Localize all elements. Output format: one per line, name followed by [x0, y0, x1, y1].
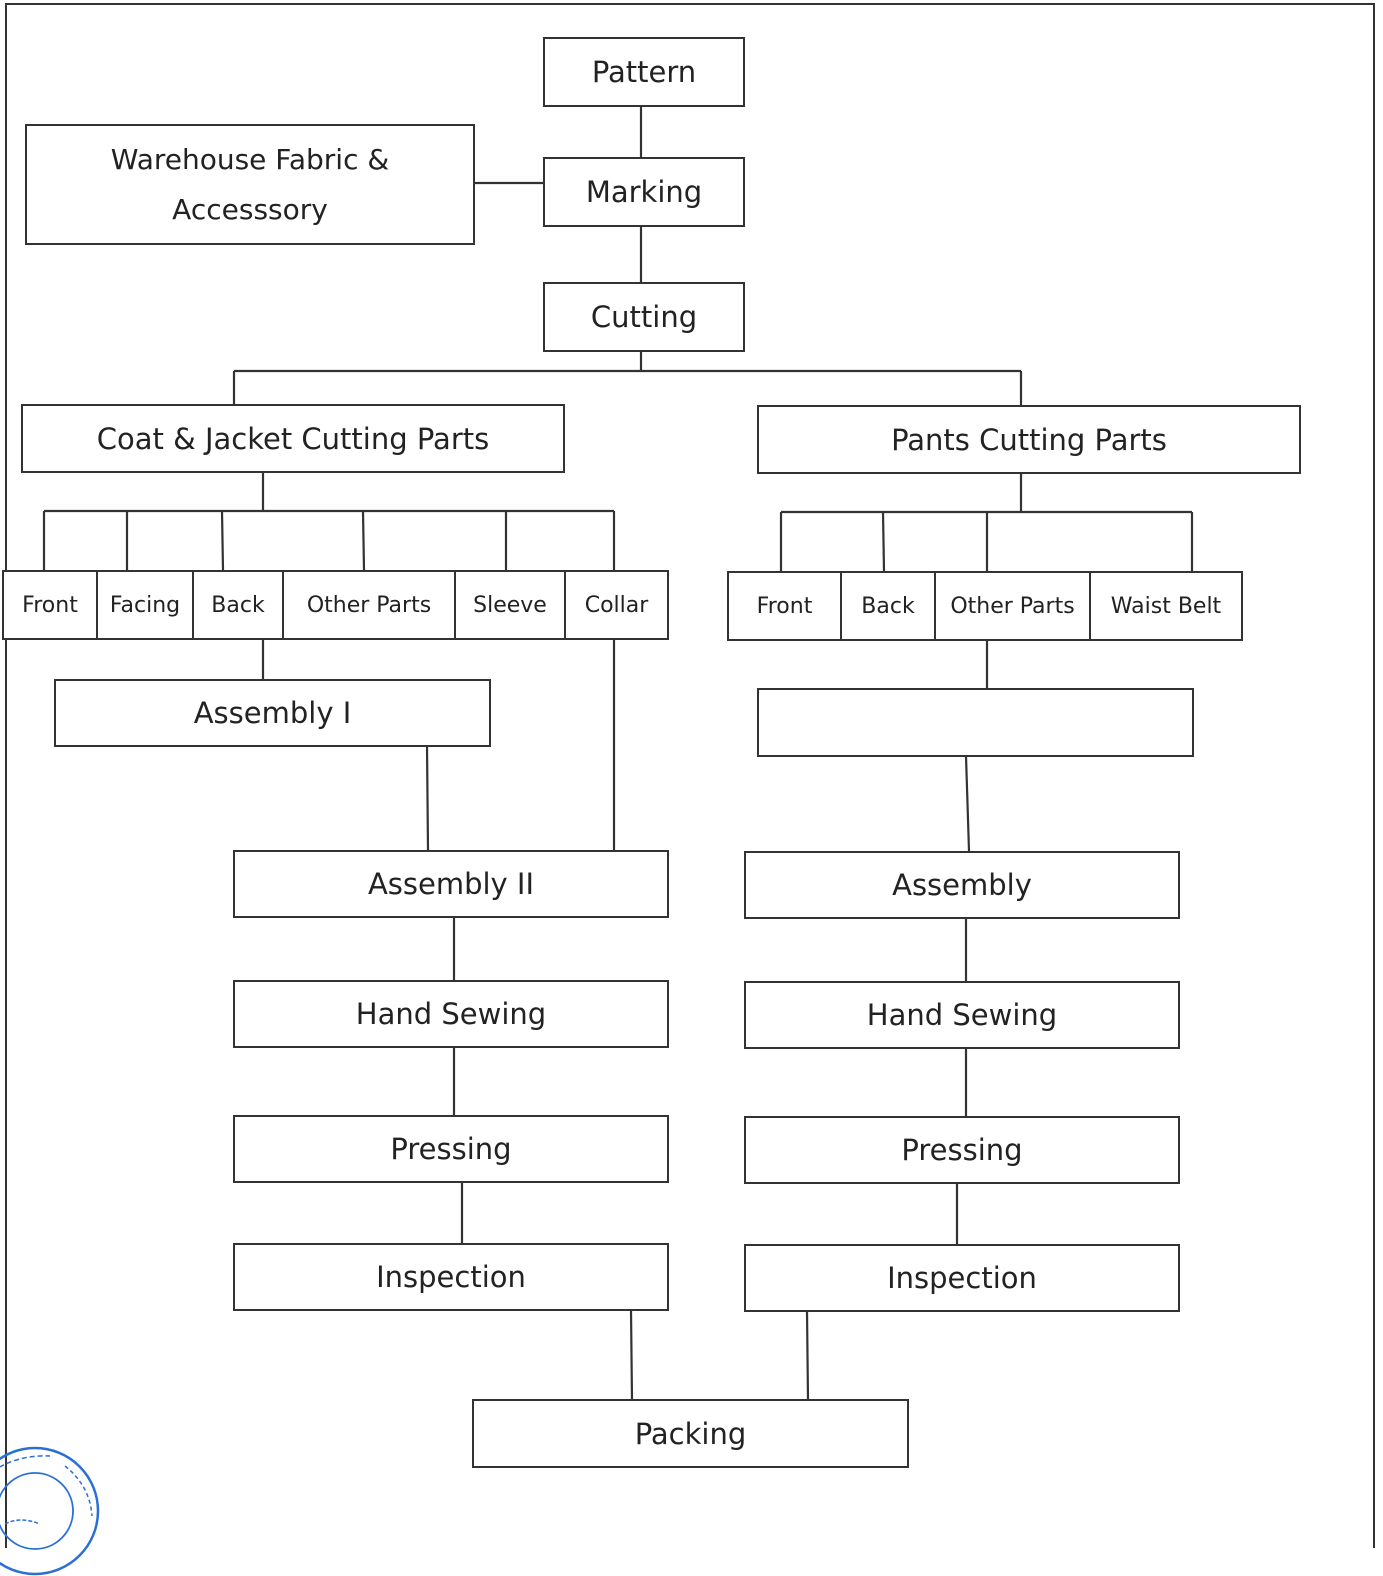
- warehouse-node: Warehouse Fabric & Accesssory: [25, 124, 475, 245]
- coat-part-collar: Collar: [584, 592, 649, 618]
- coat-parts-row: Front Facing Back Other Parts Sleeve Col…: [2, 570, 669, 640]
- coat-part-front: Front: [22, 592, 78, 618]
- pants-part-waist-belt: Waist Belt: [1110, 593, 1222, 619]
- coat-pressing-node: Pressing: [233, 1115, 669, 1183]
- coat-part-back: Back: [211, 592, 265, 618]
- marking-node: Marking: [543, 157, 745, 227]
- pants-parts-row: Front Back Other Parts Waist Belt: [727, 571, 1243, 641]
- assembly-1-node: Assembly I: [54, 679, 491, 747]
- pants-parts-divider: [934, 573, 936, 639]
- coat-inspection-node: Inspection: [233, 1243, 669, 1311]
- coat-part-facing: Facing: [109, 592, 181, 618]
- coat-jacket-cutting-parts-node: Coat & Jacket Cutting Parts: [21, 404, 565, 473]
- coat-parts-divider: [454, 572, 456, 638]
- coat-hand-sewing-node: Hand Sewing: [233, 980, 669, 1048]
- pants-assembly-node: Assembly: [744, 851, 1180, 919]
- pants-parts-divider: [840, 573, 842, 639]
- pants-pressing-node: Pressing: [744, 1116, 1180, 1184]
- coat-parts-divider: [96, 572, 98, 638]
- pants-parts-divider: [1089, 573, 1091, 639]
- cutting-node: Cutting: [543, 282, 745, 352]
- assembly-2-node: Assembly II: [233, 850, 669, 918]
- coat-part-other-parts: Other Parts: [306, 592, 432, 618]
- coat-parts-divider: [192, 572, 194, 638]
- pattern-node: Pattern: [543, 37, 745, 107]
- coat-parts-divider: [282, 572, 284, 638]
- coat-parts-divider: [564, 572, 566, 638]
- packing-node: Packing: [472, 1399, 909, 1468]
- coat-part-sleeve: Sleeve: [473, 592, 547, 618]
- pants-cutting-parts-node: Pants Cutting Parts: [757, 405, 1301, 474]
- pants-inspection-node: Inspection: [744, 1244, 1180, 1312]
- diagram-frame: [5, 3, 1375, 1548]
- pants-part-front: Front: [756, 593, 813, 619]
- pants-empty-node: [757, 688, 1194, 757]
- seal-stamp-icon: [0, 1446, 100, 1576]
- pants-hand-sewing-node: Hand Sewing: [744, 981, 1180, 1049]
- pants-part-back: Back: [861, 593, 915, 619]
- connector-lines: [42, 106, 1194, 1401]
- pants-part-other-parts: Other Parts: [950, 593, 1075, 619]
